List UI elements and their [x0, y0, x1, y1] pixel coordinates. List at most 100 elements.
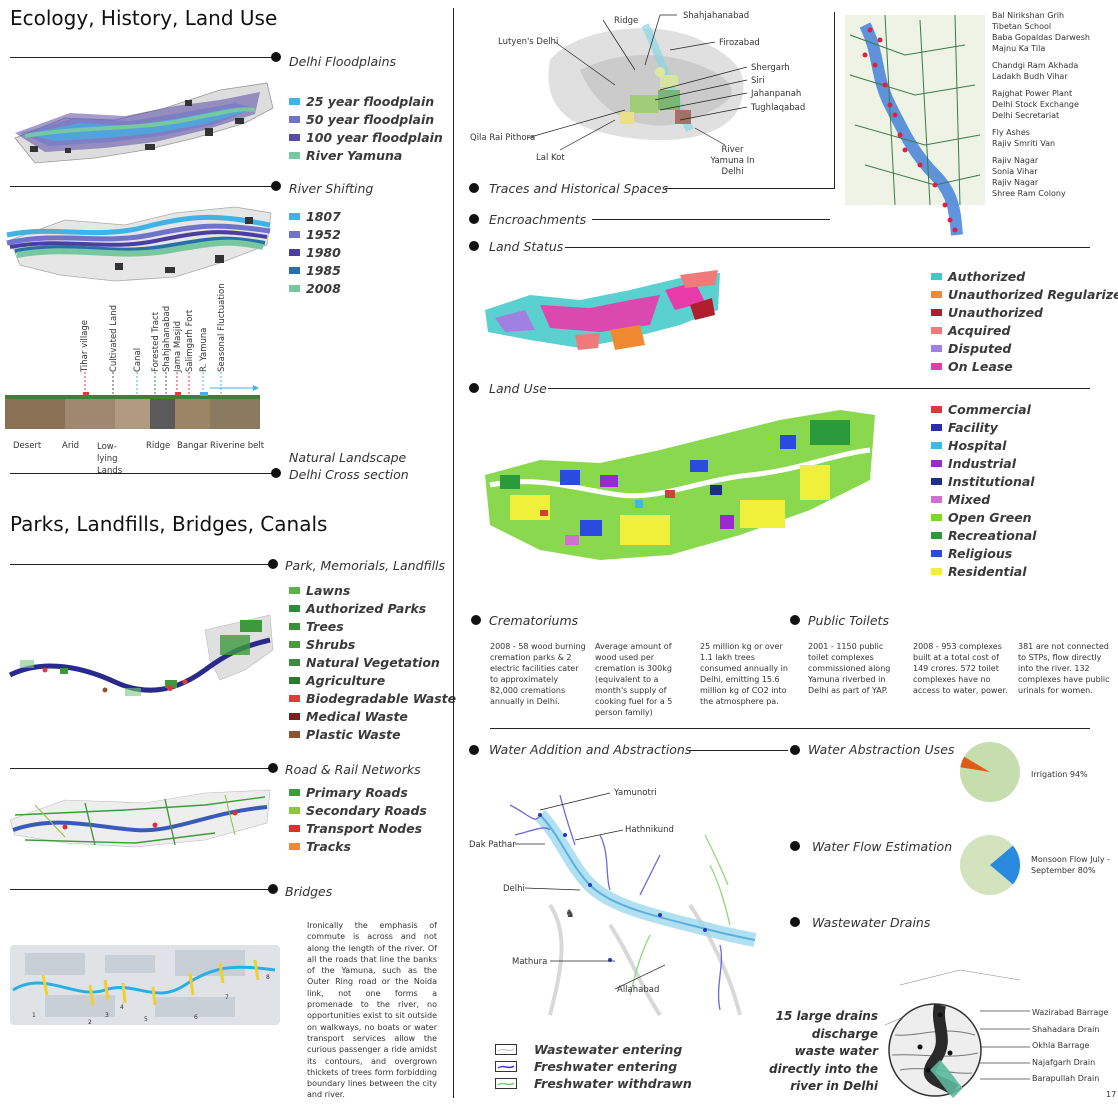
legend-swatch	[931, 344, 942, 352]
toilet-text: 381 are not connected to STPs, flow dire…	[1018, 642, 1110, 695]
legend-swatch	[289, 730, 300, 738]
zone-label: Desert	[13, 441, 42, 451]
divider	[490, 728, 1090, 729]
encroachment-name: Baba Gopaldas Darwesh	[992, 33, 1090, 42]
legend-swatch	[931, 567, 942, 575]
legend-item: Natural Vegetation	[289, 653, 456, 671]
legend-swatch	[289, 212, 300, 220]
bridge-number: 3	[105, 1012, 109, 1019]
legend-item: 1807	[289, 207, 341, 225]
legend-item: Industrial	[931, 454, 1036, 472]
legend-label: Lawns	[306, 582, 351, 598]
crematorium-text: Average amount of wood used per crematio…	[595, 642, 673, 717]
legend-label: Commercial	[948, 401, 1031, 417]
legend-label: Unauthorized Regularized	[948, 286, 1118, 302]
encroachment-name: Sonia Vihar	[992, 167, 1038, 176]
heading-floodplains: Delhi Floodplains	[289, 54, 397, 69]
legend-item: Unauthorized	[931, 303, 1118, 321]
parks-map	[8, 614, 274, 696]
legend-swatch	[289, 586, 300, 594]
label-jahanpanah: Jahanpanah	[751, 89, 802, 99]
legend-label: 1952	[306, 226, 341, 242]
toilet-text: 2001 - 1150 public toilet complexes comm…	[808, 642, 891, 695]
history-map	[548, 23, 744, 141]
bullet	[268, 763, 278, 773]
encroachment-name: Rajiv Nagar	[992, 178, 1039, 187]
legend-label: Freshwater entering	[534, 1059, 678, 1074]
cross-section-ground	[5, 372, 260, 429]
legend-swatch	[289, 604, 300, 612]
legend-label: Tracks	[306, 838, 351, 854]
encroachment-list: Bal Nirikshan Grih Tibetan School Baba G…	[992, 10, 1090, 199]
bullet	[469, 183, 479, 193]
bridge-number: 1	[32, 1012, 36, 1019]
divider	[10, 57, 275, 58]
legend-item: Facility	[931, 418, 1036, 436]
crematorium-text: 2008 - 58 wood burning cremation parks &…	[490, 642, 586, 706]
legend-label: Authorized	[948, 268, 1026, 284]
legend-item: 1980	[289, 243, 341, 261]
bullet	[268, 559, 278, 569]
marker-label: Seasonal Fluctuation	[217, 283, 227, 372]
legend-item: Shrubs	[289, 635, 456, 653]
marker-label: Forested Tract	[151, 311, 161, 372]
legend-swatch	[289, 151, 300, 159]
legend-swatch	[931, 441, 942, 449]
legend-label: Hospital	[948, 437, 1007, 453]
legend-item: Acquired	[931, 321, 1118, 339]
label-delhi: Delhi	[503, 884, 525, 894]
marker-label: Tihar village	[80, 319, 90, 372]
encroachment-name: Majnu Ka Tila	[992, 44, 1046, 53]
bridge-number: 6	[194, 1014, 198, 1021]
legend-label: Freshwater withdrawn	[534, 1076, 692, 1091]
heading-encroachments: Encroachments	[489, 212, 587, 227]
label-firozabad: Firozabad	[719, 38, 760, 48]
legend-label: Wastewater entering	[534, 1042, 683, 1057]
legend-label: Authorized Parks	[306, 600, 427, 616]
encroachment-name: Chandgi Ram Akhada	[992, 61, 1079, 70]
legend-roads: Primary Roads Secondary Roads Transport …	[289, 783, 427, 855]
legend-swatch	[289, 842, 300, 850]
legend-label: Institutional	[948, 473, 1035, 489]
section-title-ecology: Ecology, History, Land Use	[10, 6, 278, 30]
legend-label: Agriculture	[306, 672, 386, 688]
divider	[565, 247, 1090, 248]
legend-swatch	[931, 326, 942, 334]
heading-crematoriums: Crematoriums	[489, 613, 579, 628]
legend-swatch	[931, 423, 942, 431]
legend-item: Institutional	[931, 472, 1036, 490]
river-shifting-map	[6, 206, 272, 282]
legend-label: Religious	[948, 545, 1013, 561]
zone-label: Ridge	[146, 441, 171, 451]
marker-label: Cultivated Land	[109, 304, 119, 372]
legend-item: 2008	[289, 279, 341, 297]
label-shergarh: Shergarh	[751, 63, 790, 73]
bullet	[469, 745, 479, 755]
legend-label: 1807	[306, 208, 341, 224]
legend-floodplains: 25 year floodplain 50 year floodplain 10…	[289, 92, 443, 164]
legend-item: Freshwater entering	[495, 1058, 692, 1075]
roads-map	[9, 789, 271, 848]
drains-statement: 15 large drains discharge waste water di…	[769, 1009, 878, 1093]
divider	[10, 889, 273, 890]
legend-item: Open Green	[931, 508, 1036, 526]
floodplain-map	[14, 82, 274, 164]
legend-swatch	[931, 405, 942, 413]
heading-land-use: Land Use	[489, 381, 547, 396]
zone-label: Low-lying Lands	[97, 442, 123, 476]
bullet	[790, 841, 800, 851]
legend-river-shifting: 1807 1952 1980 1985 2008	[289, 207, 341, 297]
label-hathnikund: Hathnikund	[625, 825, 674, 835]
encroachment-name: Rajiv Nagar	[992, 156, 1039, 165]
legend-swatch	[931, 495, 942, 503]
legend-label: Industrial	[948, 455, 1016, 471]
legend-swatch	[289, 694, 300, 702]
toilet-text: 2008 - 953 complexes built at a total co…	[913, 642, 1008, 695]
legend-label: Disputed	[948, 340, 1012, 356]
bridge-number: 4	[120, 1004, 124, 1011]
legend-label: Biodegradable Waste	[306, 690, 457, 706]
divider	[834, 12, 835, 188]
svg-text:♞: ♞	[565, 907, 575, 920]
marker-label: R. Yamuna	[199, 327, 209, 372]
divider	[592, 219, 830, 220]
